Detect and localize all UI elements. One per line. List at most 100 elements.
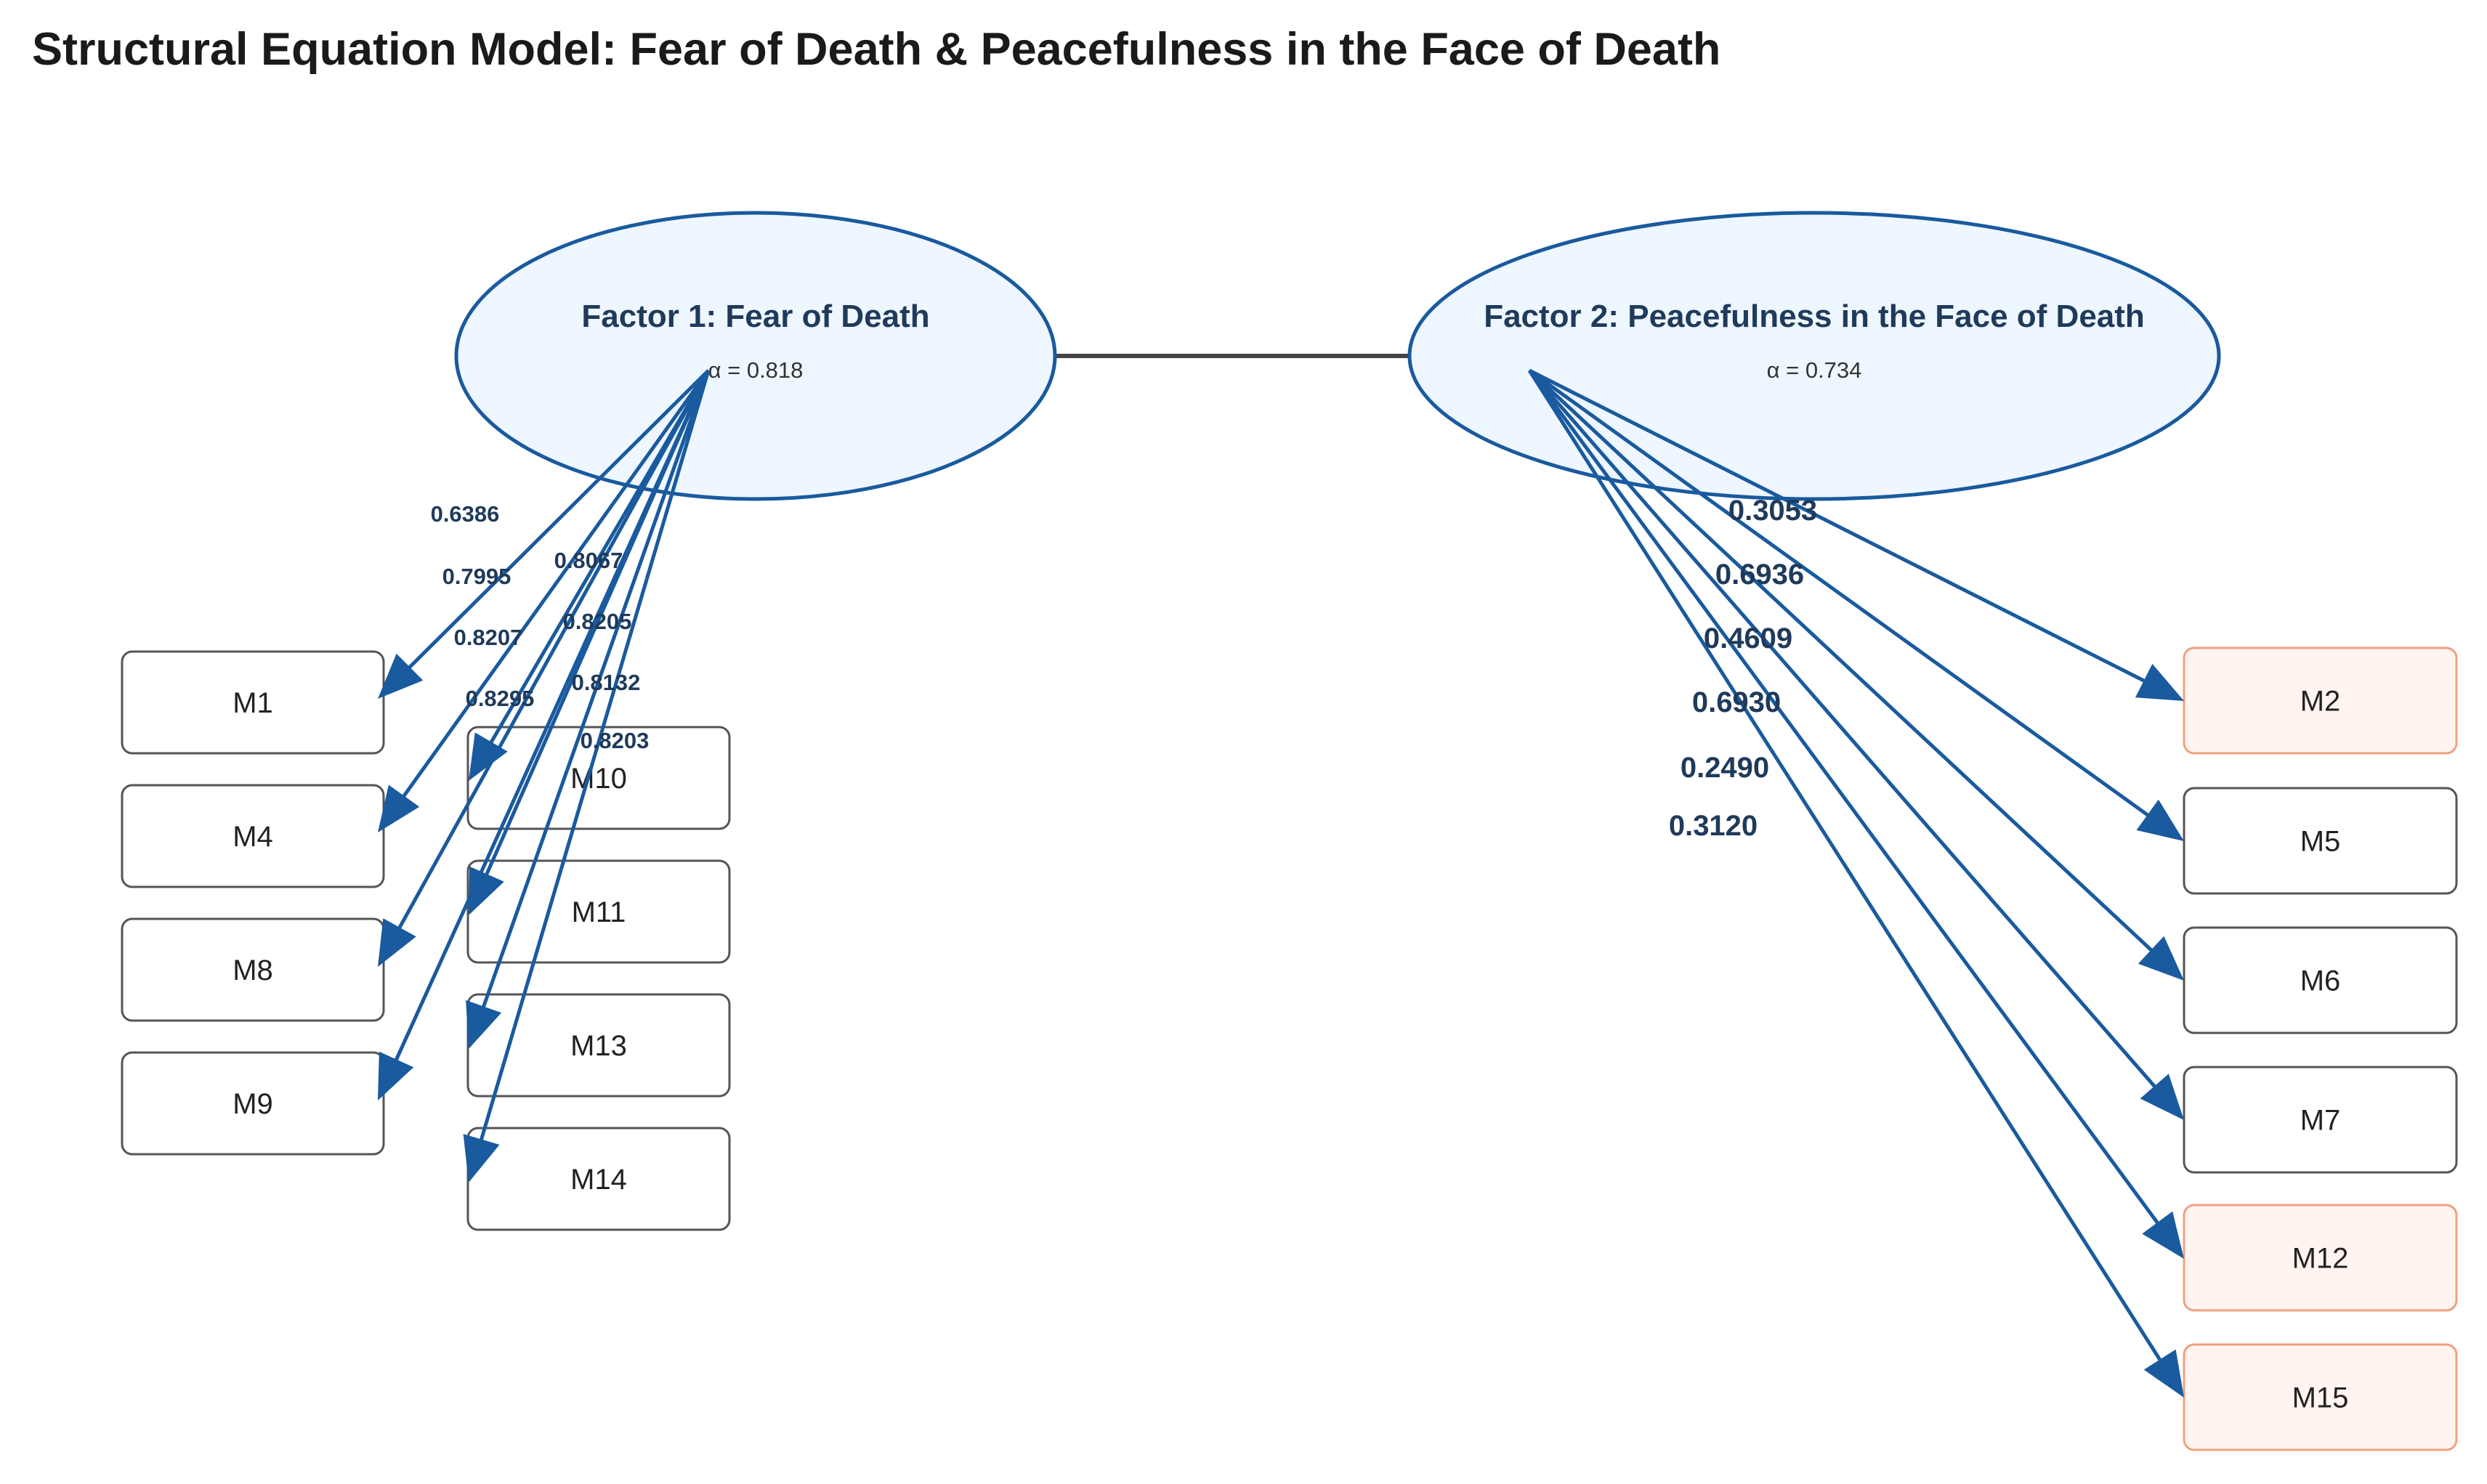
loading-label-m14: 0.8203	[581, 728, 650, 753]
item-m13: M13	[466, 993, 731, 1098]
loading-label-m13: 0.8132	[572, 670, 641, 695]
item-box	[2183, 1204, 2458, 1312]
loading-arrow-m11	[469, 369, 711, 915]
arrow-shaft	[406, 369, 710, 670]
arrow-shaft	[1527, 369, 2163, 1363]
item-label: M11	[572, 896, 626, 928]
loading-arrow-m1	[378, 369, 710, 699]
loading-arrow-m4	[378, 369, 711, 832]
item-m4: M4	[121, 784, 385, 888]
loading-arrow-m12	[1527, 369, 2184, 1259]
item-box	[2183, 926, 2458, 1034]
item-m15: M15	[2183, 1343, 2458, 1451]
item-label: M8	[232, 954, 273, 986]
loading-arrow-m13	[466, 370, 711, 1049]
page-title: Structural Equation Model: Fear of Death…	[32, 24, 1721, 75]
item-m8: M8	[121, 917, 385, 1022]
item-box	[121, 784, 385, 888]
loading-arrow-m15	[1527, 369, 2184, 1398]
arrow-shaft	[1528, 369, 2155, 954]
factor-alpha: α = 0.818	[708, 357, 804, 383]
item-m10: M10	[466, 726, 731, 830]
factor-title: Factor 2: Peacefulness in the Face of De…	[1484, 299, 2145, 334]
arrow-head	[378, 1051, 414, 1100]
arrow-head	[466, 1000, 502, 1049]
item-box	[121, 1051, 385, 1156]
loading-label-m7: 0.6930	[1692, 686, 1781, 718]
factor-fear-of-death: Factor 1: Fear of Death α = 0.818	[454, 211, 1057, 501]
arrow-head	[463, 1134, 500, 1183]
loading-label-m4: 0.7995	[442, 564, 511, 589]
item-label: M10	[570, 763, 627, 795]
arrow-shaft	[488, 369, 711, 746]
item-box	[466, 1127, 731, 1231]
loadings-layer	[378, 368, 2184, 1398]
item-m14: M14	[466, 1127, 731, 1231]
loading-label-m1: 0.6386	[431, 501, 500, 527]
factor-ellipse	[454, 211, 1057, 501]
loading-label-m12: 0.2490	[1681, 752, 1769, 784]
item-label: M1	[232, 687, 273, 719]
item-box	[466, 726, 731, 830]
arrow-head	[2138, 936, 2184, 981]
item-m2: M2	[2183, 646, 2458, 755]
loading-labels-layer: 0.6386 0.7995 0.8207 0.8295 0.8067 0.8205 0.81…	[431, 495, 1818, 842]
item-box	[2183, 787, 2458, 895]
item-label: M6	[2300, 965, 2341, 997]
arrow-shaft	[400, 369, 711, 800]
loading-arrow-m8	[378, 369, 711, 967]
item-m1: M1	[121, 650, 385, 755]
item-box	[2183, 1066, 2458, 1174]
item-m6: M6	[2183, 926, 2458, 1034]
loading-label-m2: 0.3053	[1728, 495, 1817, 527]
item-label: M4	[232, 821, 273, 853]
item-m9: M9	[121, 1051, 385, 1156]
item-box	[466, 993, 731, 1098]
arrow-shaft	[480, 370, 711, 1010]
item-label: M13	[570, 1030, 627, 1062]
arrow-shaft	[1528, 369, 2158, 1090]
loading-arrow-m6	[1528, 369, 2184, 981]
factors-layer: Factor 1: Fear of Death α = 0.818 Factor 2…	[454, 211, 2221, 501]
loading-arrow-m10	[469, 369, 711, 781]
factor-alpha: α = 0.734	[1767, 357, 1862, 383]
loading-arrow-m14	[463, 370, 711, 1183]
arrow-head	[378, 653, 424, 699]
loading-label-m8: 0.8207	[454, 625, 523, 650]
factor-ellipse	[1407, 211, 2221, 501]
arrow-head	[2136, 799, 2184, 841]
loading-arrow-m5	[1528, 368, 2184, 841]
loading-label-m15: 0.3120	[1669, 810, 1758, 842]
arrow-head	[2140, 1074, 2184, 1120]
loading-label-m11: 0.8205	[563, 609, 632, 634]
item-box	[466, 859, 731, 964]
arrow-head	[378, 918, 416, 967]
item-box	[121, 917, 385, 1022]
item-label: M5	[2300, 826, 2341, 858]
arrow-shaft	[479, 370, 711, 1143]
item-m12: M12	[2183, 1204, 2458, 1312]
item-m11: M11	[466, 859, 731, 964]
arrow-shaft	[396, 369, 711, 931]
item-box	[2183, 1343, 2458, 1451]
loading-arrow-m7	[1528, 369, 2184, 1120]
item-label: M14	[570, 1164, 627, 1196]
item-label: M2	[2300, 686, 2341, 718]
arrow-shaft	[1528, 368, 2151, 819]
factor-title: Factor 1: Fear of Death	[581, 299, 929, 334]
loading-arrow-m2	[1528, 368, 2184, 701]
item-label: M7	[2300, 1105, 2341, 1137]
loading-label-m9: 0.8295	[466, 686, 535, 711]
factor-peacefulness: Factor 2: Peacefulness in the Face of De…	[1407, 211, 2221, 501]
arrow-head	[2135, 663, 2184, 701]
arrow-head	[378, 784, 420, 832]
loading-label-m10: 0.8067	[554, 548, 623, 573]
arrow-shaft	[1528, 368, 2148, 684]
item-m7: M7	[2183, 1066, 2458, 1174]
arrow-head	[2143, 1349, 2184, 1398]
arrow-shaft	[1527, 369, 2161, 1226]
item-m5: M5	[2183, 787, 2458, 895]
item-box	[2183, 646, 2458, 755]
